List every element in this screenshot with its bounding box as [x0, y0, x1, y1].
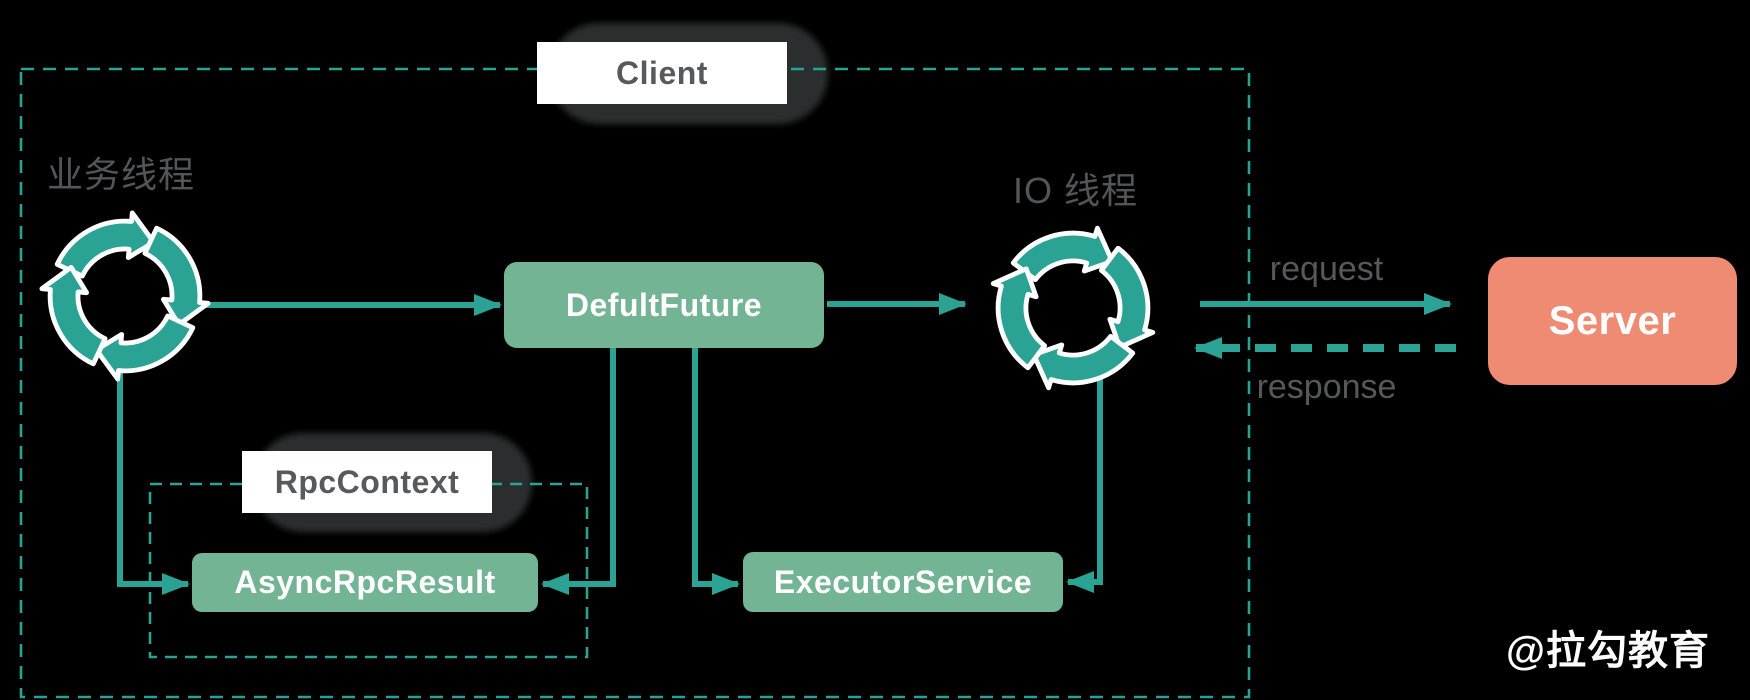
edge-io-thread-to-executorservice — [1066, 378, 1103, 593]
business-thread-label: 业务线程 — [47, 154, 196, 195]
io-thread-label: IO 线程 — [1013, 170, 1139, 211]
io-thread-spinner-icon — [990, 225, 1156, 391]
client-boundary-tag: Client — [537, 42, 787, 104]
rpc-context-boundary-box — [148, 482, 589, 659]
edge-defaultfuture-to-asyncrpcresult — [541, 346, 616, 595]
edge-defaultfuture-to-executorservice — [692, 346, 740, 595]
node-default-future: DefultFuture — [504, 262, 824, 348]
response-edge-label: response — [1256, 368, 1397, 406]
watermark-text: @拉勾教育 — [1506, 629, 1711, 673]
edge-business-thread-to-asyncrpcresult — [117, 358, 190, 595]
node-server: Server — [1488, 257, 1737, 385]
node-executor-service: ExecutorService — [743, 552, 1063, 612]
business-thread-spinner-icon — [39, 210, 211, 382]
rpc-context-tag: RpcContext — [242, 451, 492, 513]
client-boundary-box — [19, 67, 1251, 699]
node-async-rpc-result: AsyncRpcResult — [192, 553, 538, 612]
request-edge-label: request — [1269, 250, 1384, 288]
